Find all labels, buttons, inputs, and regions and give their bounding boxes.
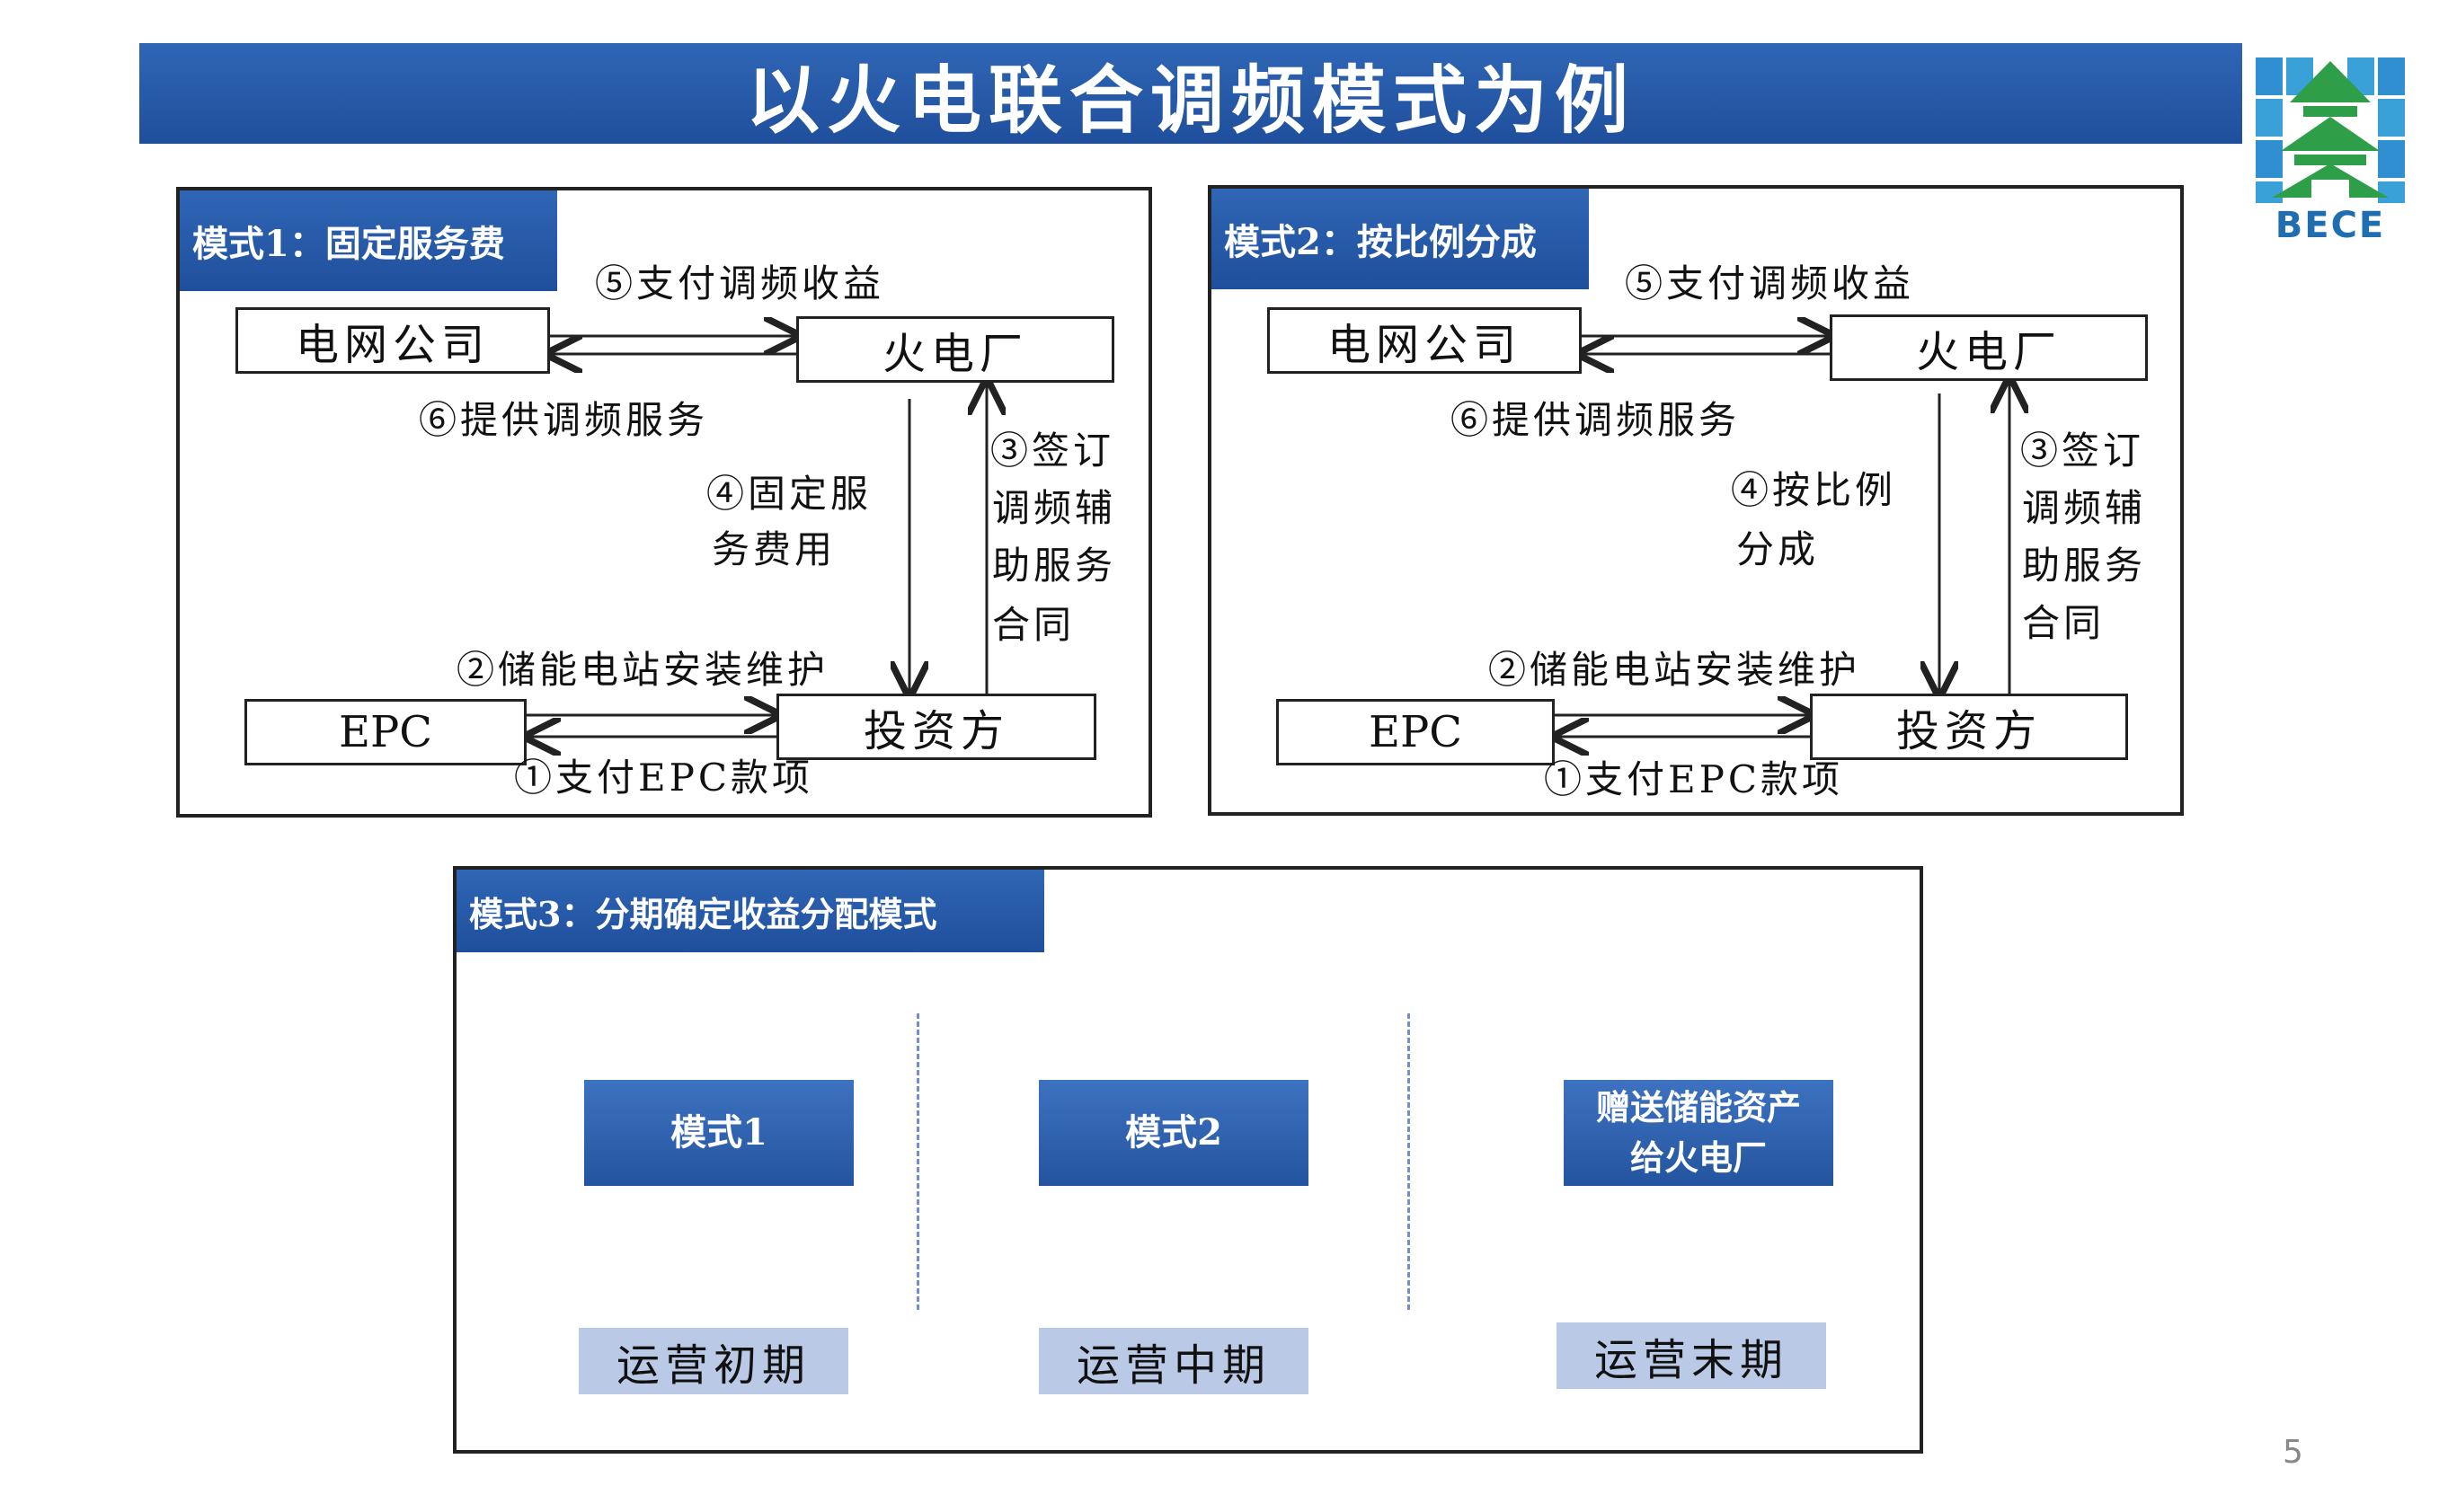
step3-line: 合同	[2022, 601, 2106, 645]
phase-early: 运营初期	[579, 1328, 848, 1394]
epc-box: EPC	[244, 699, 527, 765]
step4-line: 务费用	[712, 527, 837, 571]
power-plant-box: 火电厂	[796, 316, 1114, 383]
mode-2-box: 模式2	[1039, 1080, 1308, 1186]
panel-mode-1: 模式1：固定服务费 电网公司 火电厂 EPC 投资方 ⑤支付调频收益 ⑥提供调频…	[176, 187, 1152, 818]
step3-line: ③签订	[2020, 429, 2145, 473]
panel-tag: 模式3：分期确定收益分配模式	[457, 870, 1044, 952]
step3-line: 调频辅	[2022, 486, 2147, 530]
step5-label: ⑤支付调频收益	[595, 261, 885, 305]
panel-mode-3: 模式3：分期确定收益分配模式 模式1 模式2 赠送储能资产给火电厂 运营初期 运…	[453, 866, 1923, 1454]
step3-line: 合同	[992, 603, 1076, 647]
panel-mode-2: 模式2：按比例分成 电网公司 火电厂 EPC 投资方 ⑤支付调频收益 ⑥提供调频…	[1208, 185, 2184, 816]
grid-company-box: 电网公司	[1267, 307, 1582, 374]
phase-middle: 运营中期	[1039, 1328, 1308, 1394]
step4-line: ④固定服	[706, 472, 873, 516]
step1-label: ①支付EPC款项	[514, 756, 814, 800]
phase-late: 运营末期	[1557, 1322, 1826, 1389]
bece-logo: BECE	[2254, 54, 2407, 246]
step6-label: ⑥提供调频服务	[1450, 398, 1741, 442]
grid-company-box: 电网公司	[235, 307, 550, 374]
phase-divider	[917, 1013, 919, 1310]
panel-tag: 模式2：按比例分成	[1211, 189, 1589, 289]
step2-label: ②储能电站安装维护	[457, 648, 829, 692]
temple-logo-icon	[2256, 57, 2405, 203]
step4-line: 分成	[1736, 527, 1820, 571]
flow-arrows	[180, 190, 1156, 821]
power-plant-box: 火电厂	[1830, 314, 2148, 381]
step5-label: ⑤支付调频收益	[1625, 261, 1915, 305]
step1-label: ①支付EPC款项	[1544, 757, 1844, 801]
step6-label: ⑥提供调频服务	[419, 398, 709, 442]
page-title: 以火电联合调频模式为例	[745, 57, 1636, 144]
panel-tag: 模式1：固定服务费	[180, 190, 557, 291]
investor-box: 投资方	[1810, 694, 2128, 760]
epc-box: EPC	[1276, 699, 1555, 765]
step2-label: ②储能电站安装维护	[1488, 648, 1861, 692]
mode-1-box: 模式1	[584, 1080, 854, 1186]
page-number: 5	[2283, 1434, 2303, 1471]
step3-line: ③签订	[990, 429, 1115, 473]
investor-box: 投资方	[776, 694, 1096, 760]
logo-text: BECE	[2275, 205, 2386, 246]
gift-asset-box: 赠送储能资产给火电厂	[1564, 1080, 1833, 1186]
flow-arrows	[1211, 189, 2187, 819]
phase-divider	[1407, 1013, 1410, 1310]
step3-line: 调频辅	[992, 486, 1117, 530]
step3-line: 助服务	[2022, 544, 2147, 588]
title-bar: 以火电联合调频模式为例	[139, 43, 2242, 144]
step4-line: ④按比例	[1731, 468, 1897, 512]
step3-line: 助服务	[992, 544, 1117, 588]
